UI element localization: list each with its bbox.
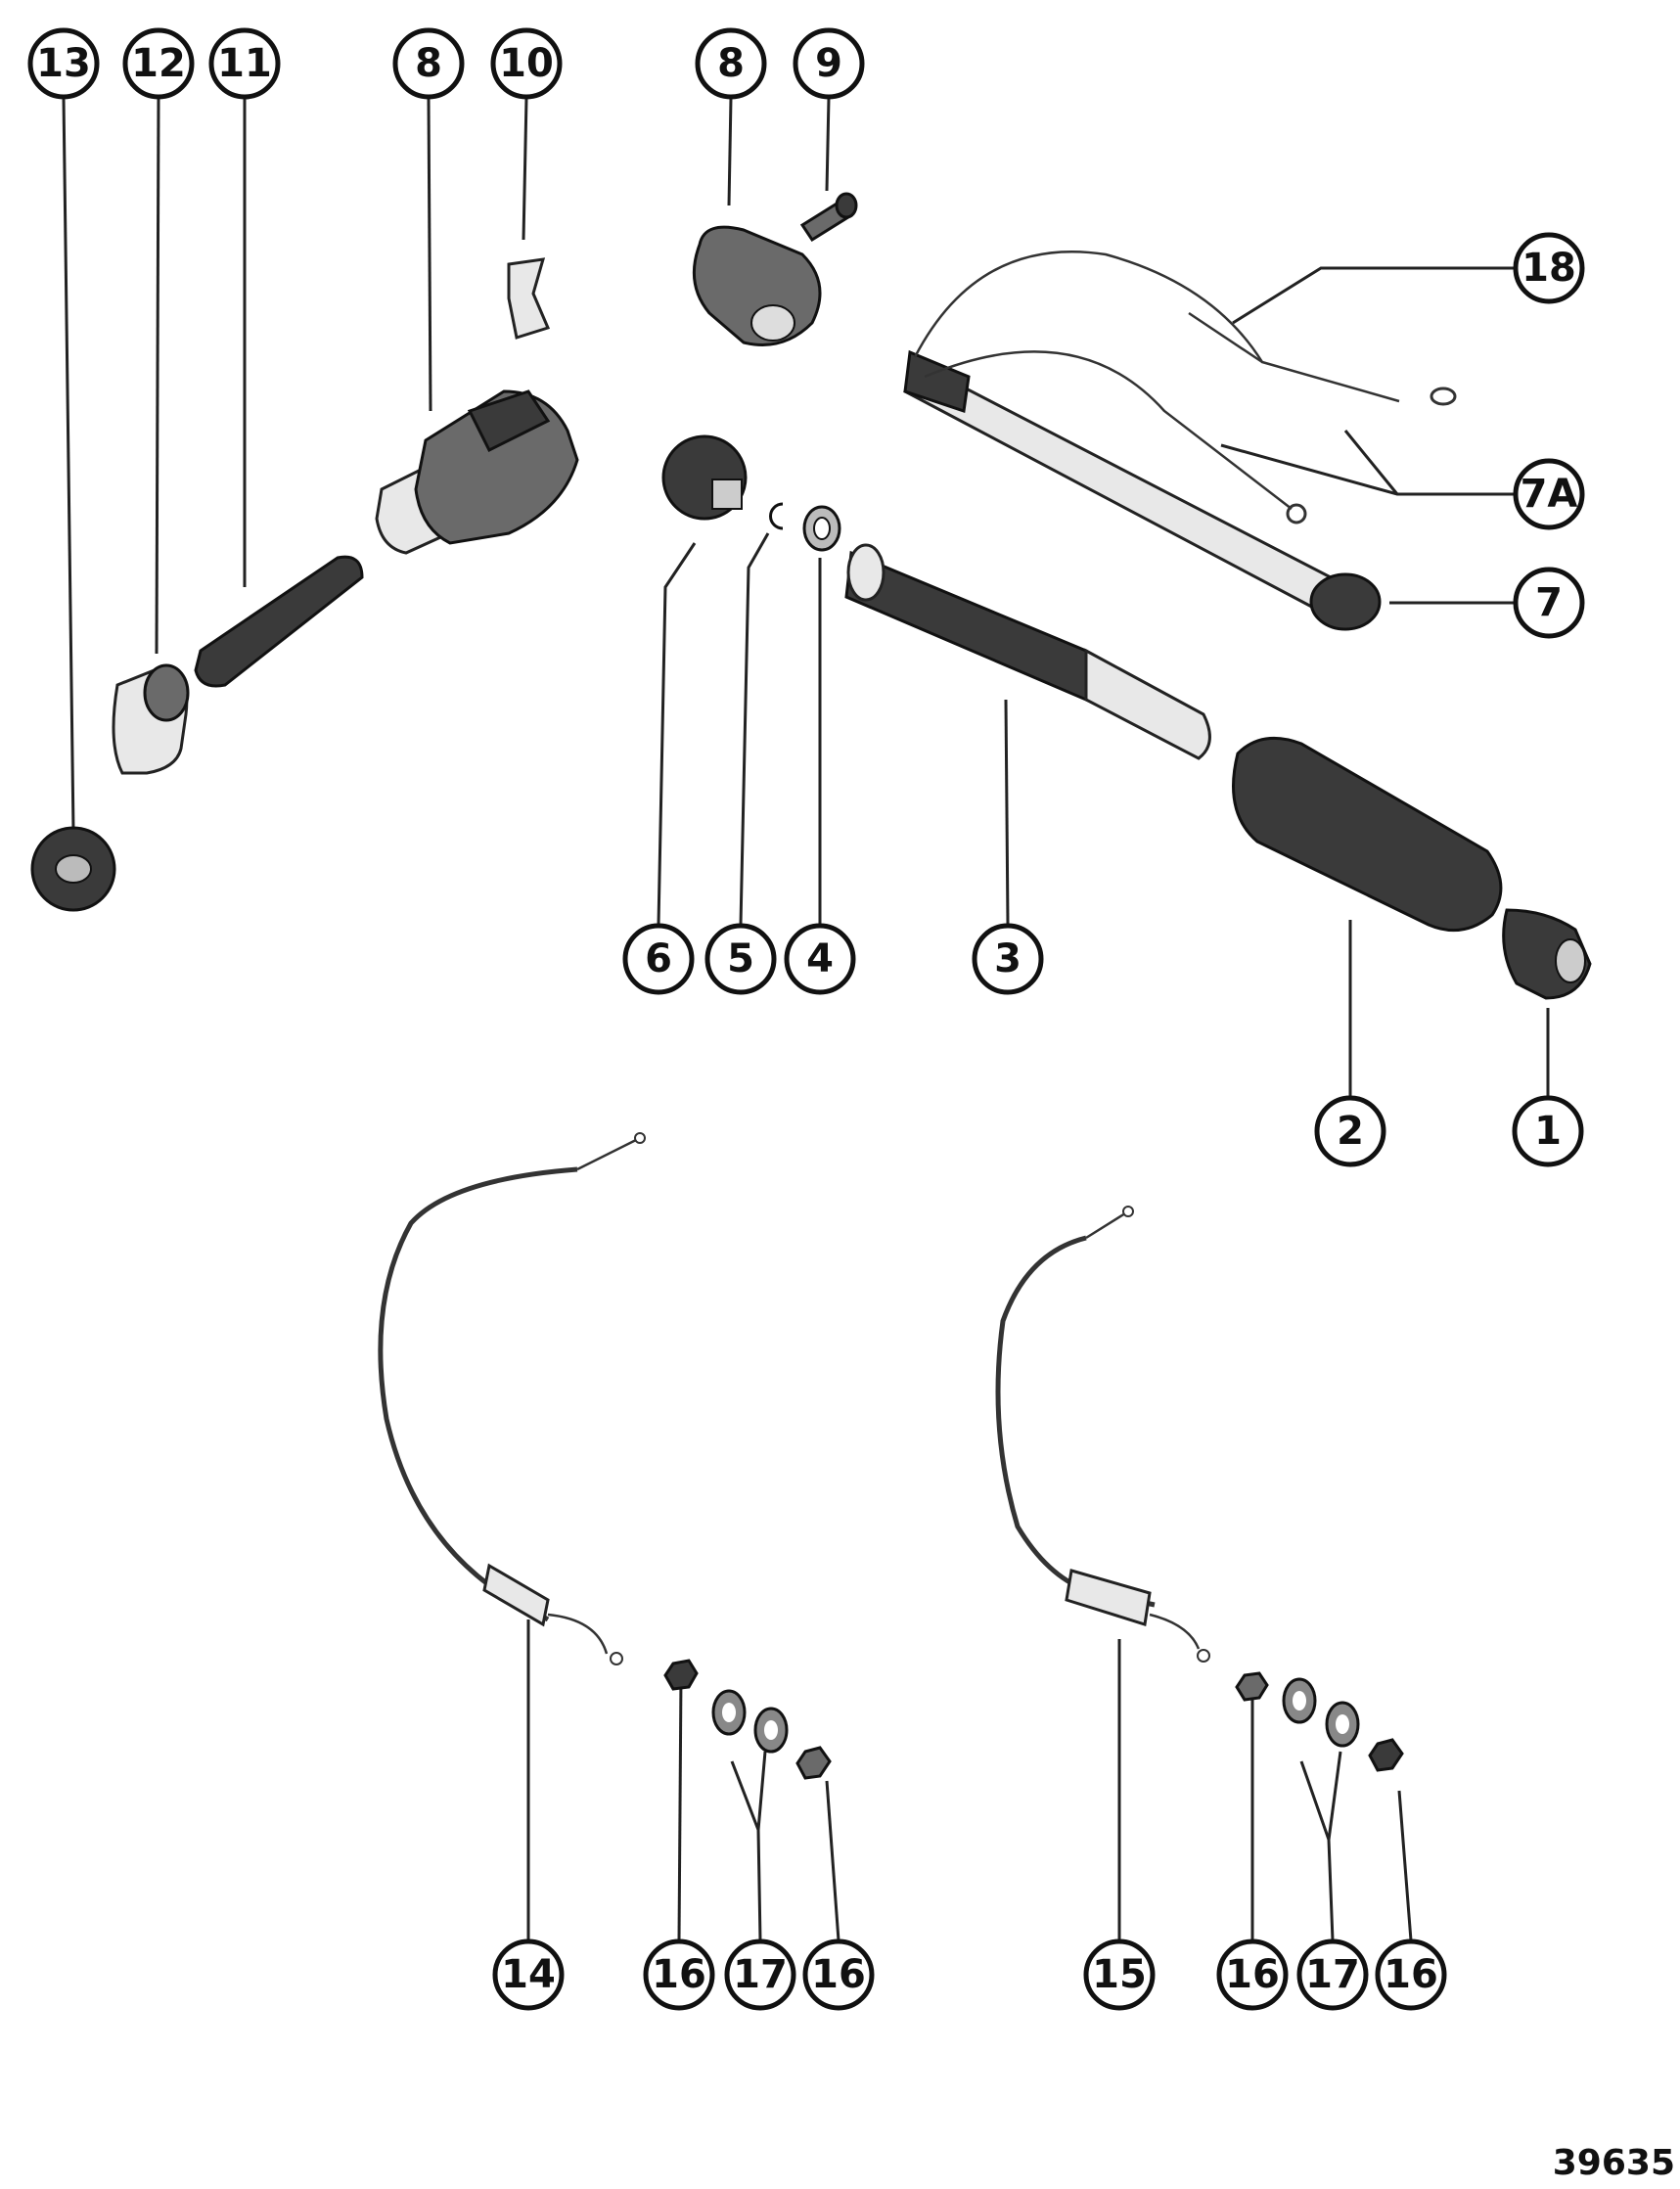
callout-label: 16 (1384, 1952, 1438, 1997)
callout-1: 1 (1512, 1095, 1584, 1167)
callout-label: 7A (1521, 472, 1578, 517)
callout-label: 1 (1534, 1109, 1562, 1154)
callout-16: 16 (1375, 1938, 1447, 2011)
callout-label: 16 (1225, 1952, 1280, 1997)
leader-lines (62, 97, 1550, 1941)
callout-18: 18 (1513, 232, 1585, 304)
callout-circle (1375, 1938, 1447, 2011)
callout-circle (695, 27, 767, 100)
part-9-screw (799, 192, 858, 243)
callout-label: 17 (733, 1952, 788, 1997)
part-4-washer (802, 505, 841, 552)
callout-label: 8 (415, 41, 442, 86)
callout-circle (492, 1938, 565, 2011)
callout-13: 13 (27, 27, 100, 100)
part-2-grip (1232, 736, 1503, 933)
callout-5: 5 (704, 923, 777, 995)
part-13-nut (30, 826, 116, 912)
callout-10: 10 (490, 27, 563, 100)
callout-label: 4 (806, 936, 834, 981)
callout-circle (704, 923, 777, 995)
callout-circle (972, 923, 1044, 995)
callout-circle (622, 923, 695, 995)
callout-label: 10 (499, 41, 554, 86)
callout-circle (793, 27, 865, 100)
callout-label: 15 (1092, 1952, 1147, 1997)
part-12-bushing (112, 663, 190, 775)
callout-group: 13 12 11 8 10 8 9 18 7A 7 6 5 4 3 2 1 14 16 17 16 15 16 17 16 (27, 27, 1585, 2011)
callout-label: 3 (994, 936, 1022, 981)
callout-7A: 7A (1513, 458, 1585, 530)
hardware-set-right (1235, 1671, 1404, 1772)
part-3-tube (844, 543, 1211, 760)
callout-circle (643, 1938, 715, 2011)
callout-11: 11 (208, 27, 281, 100)
callout-circle (724, 1938, 796, 2011)
callout-label: 7 (1535, 580, 1563, 625)
callout-label: 17 (1305, 1952, 1360, 1997)
callout-3: 3 (972, 923, 1044, 995)
callout-12: 12 (122, 27, 195, 100)
callout-16: 16 (1216, 1938, 1289, 2011)
callout-circle (1314, 1095, 1386, 1167)
callout-circle (1513, 458, 1585, 530)
callout-label: 14 (501, 1952, 556, 1997)
callout-circle (1296, 1938, 1369, 2011)
callout-8: 8 (392, 27, 465, 100)
part-7-tube-assembly (903, 251, 1457, 631)
callout-circle (784, 923, 856, 995)
callout-label: 2 (1337, 1109, 1364, 1154)
callout-circle (1512, 1095, 1584, 1167)
part-14-cable (378, 1132, 646, 1665)
callout-circle (392, 27, 465, 100)
callout-label: 18 (1521, 246, 1576, 291)
callout-8: 8 (695, 27, 767, 100)
callout-14: 14 (492, 1938, 565, 2011)
callout-label: 6 (645, 936, 672, 981)
callout-circle (208, 27, 281, 100)
callout-16: 16 (802, 1938, 875, 2011)
callout-9: 9 (793, 27, 865, 100)
figure-number: 39635 (1553, 2143, 1675, 2183)
part-15-cable (995, 1206, 1210, 1663)
callout-label: 11 (217, 41, 272, 86)
callout-15: 15 (1083, 1938, 1156, 2011)
callout-circle (1513, 567, 1585, 639)
callout-17: 17 (1296, 1938, 1369, 2011)
part-8-throttle-housing (375, 389, 579, 555)
part-6-gear (661, 434, 748, 521)
callout-17: 17 (724, 1938, 796, 2011)
callout-circle (802, 1938, 875, 2011)
callout-circle (1216, 1938, 1289, 2011)
callout-circle (27, 27, 100, 100)
part-5-retaining-ring (769, 502, 784, 530)
callout-label: 16 (652, 1952, 706, 1997)
part-10-key (507, 257, 551, 340)
callout-7: 7 (1513, 567, 1585, 639)
callout-circle (1513, 232, 1585, 304)
part-11-sleeve (194, 555, 364, 688)
callout-circle (1083, 1938, 1156, 2011)
callout-4: 4 (784, 923, 856, 995)
hardware-set-left (663, 1659, 832, 1780)
callout-circle (490, 27, 563, 100)
callout-2: 2 (1314, 1095, 1386, 1167)
part-1-end-cap (1502, 908, 1592, 1000)
callout-label: 9 (815, 41, 842, 86)
callout-label: 5 (727, 936, 754, 981)
part-8-bracket (692, 225, 822, 346)
callout-label: 8 (717, 41, 745, 86)
callout-label: 13 (36, 41, 91, 86)
callout-16: 16 (643, 1938, 715, 2011)
callout-label: 16 (811, 1952, 866, 1997)
callout-6: 6 (622, 923, 695, 995)
callout-label: 12 (131, 41, 186, 86)
callout-circle (122, 27, 195, 100)
